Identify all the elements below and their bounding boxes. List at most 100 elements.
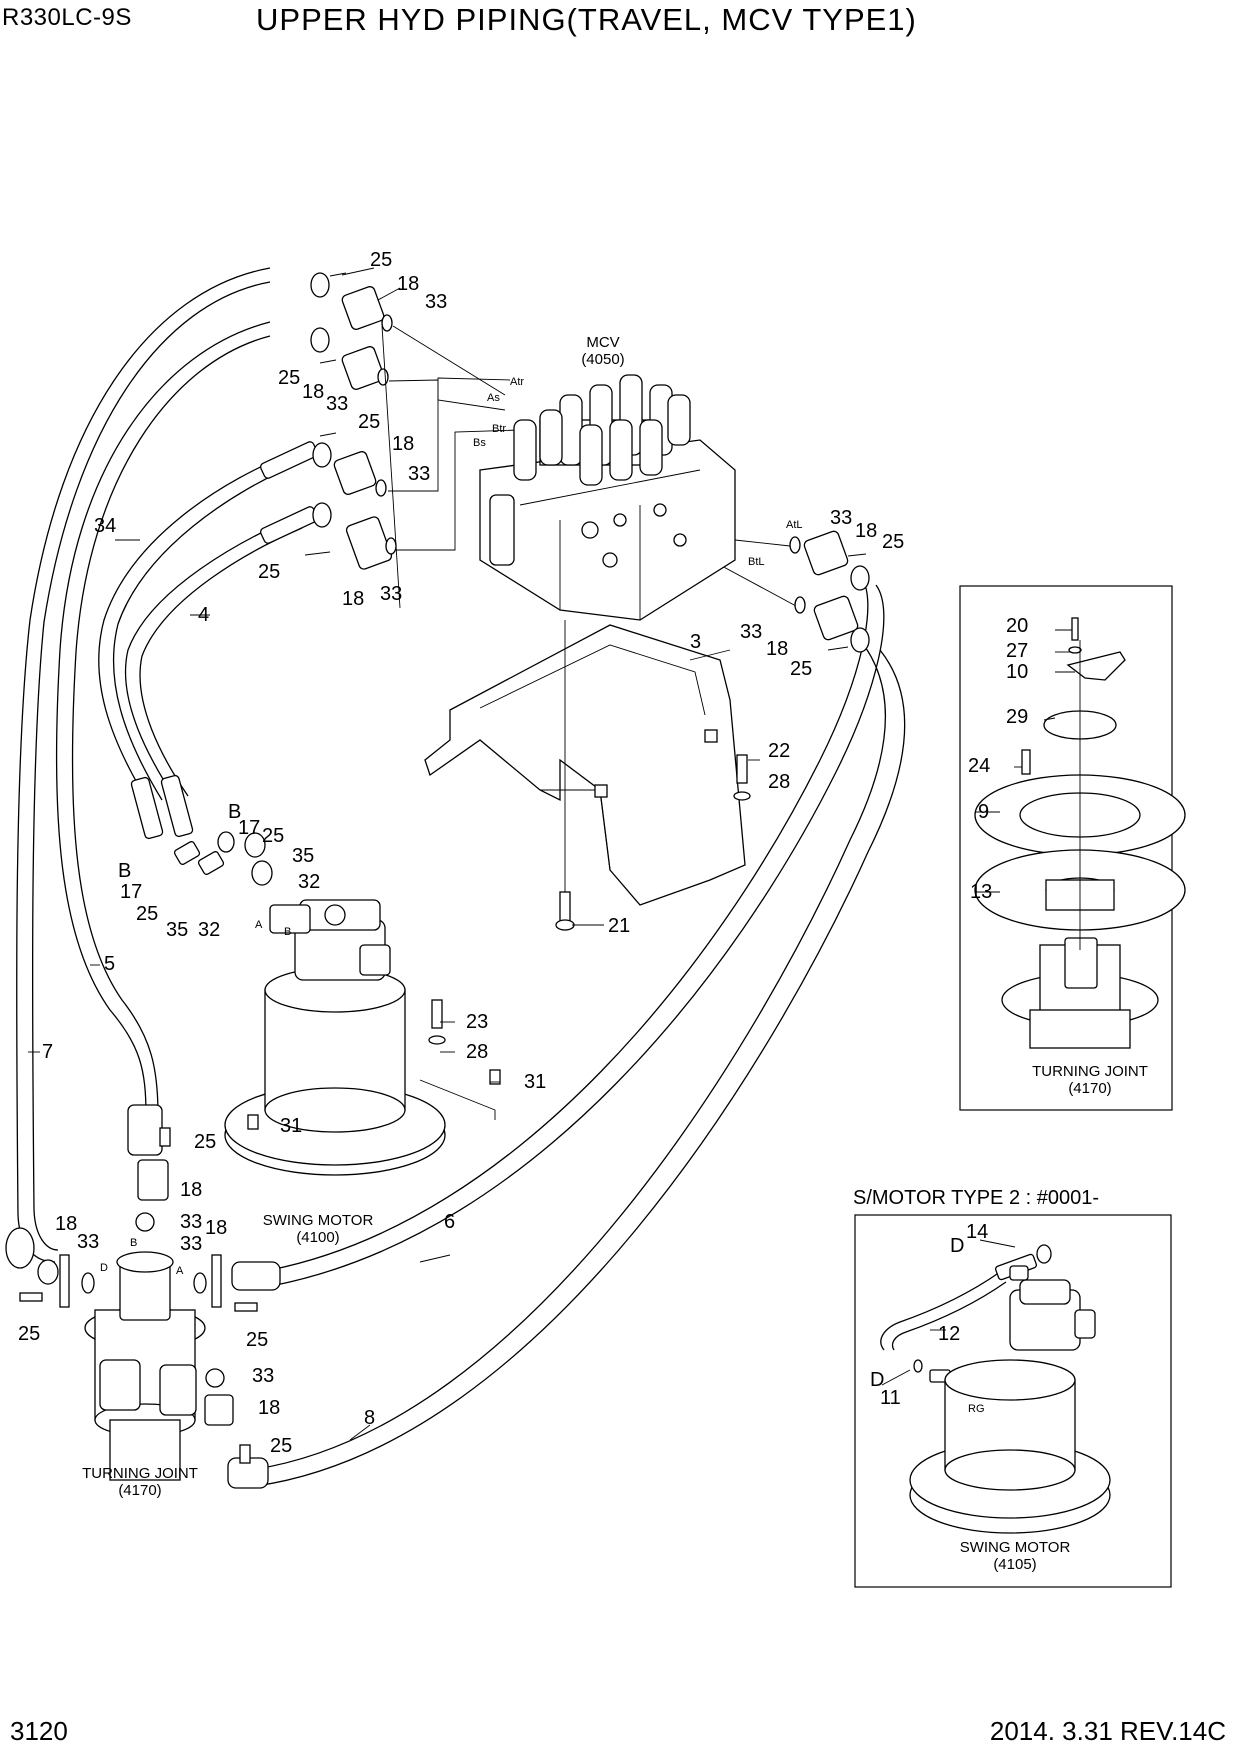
callout-numbers: 25 18 33 25 18 33 25 18 33 25 18 33 34 4… — [18, 249, 1028, 1457]
callout-number: 34 — [94, 515, 116, 537]
inset-swing-motor — [880, 1244, 1111, 1534]
callout-number: 33 — [830, 507, 852, 529]
port-label: As — [487, 392, 500, 404]
callout-number: 27 — [1006, 640, 1028, 662]
callout-number: 32 — [298, 871, 320, 893]
callout-number: 25 — [790, 658, 812, 680]
callout-number: 33 — [180, 1233, 202, 1255]
inset-turning-joint-frame — [959, 585, 1173, 1111]
swing-motor — [224, 899, 446, 1176]
callout-number: 33 — [180, 1211, 202, 1233]
inset-smotor-title: S/MOTOR TYPE 2 : #0001- — [853, 1187, 1099, 1209]
turning-joint-fittings — [19, 1127, 258, 1464]
flange-sets-right — [789, 530, 870, 653]
callout-number: 28 — [466, 1041, 488, 1063]
callout-number: 18 — [205, 1217, 227, 1239]
callout-number: 18 — [180, 1179, 202, 1201]
mcv-name: MCV — [586, 334, 619, 351]
callout-number: 33 — [740, 621, 762, 643]
callout-number: 28 — [768, 771, 790, 793]
flange-sets-left — [304, 272, 397, 570]
callout-number: 25 — [194, 1131, 216, 1153]
callout-number: 31 — [524, 1071, 546, 1093]
callout-number: 18 — [397, 273, 419, 295]
port-label: A — [176, 1265, 184, 1277]
mcv-bracket — [424, 620, 746, 920]
callout-number: 24 — [968, 755, 990, 777]
inset-smotor-frame — [854, 1214, 1172, 1588]
inset-turning-joint-name: TURNING JOINT — [1032, 1063, 1148, 1080]
callout-number: 11 — [880, 1387, 901, 1409]
callout-number: 31 — [280, 1115, 302, 1137]
callout-number: 18 — [55, 1213, 77, 1235]
swing-motor-name: SWING MOTOR — [263, 1212, 374, 1229]
port-label: AtL — [786, 519, 803, 531]
swing-motor-code: (4100) — [296, 1229, 339, 1246]
inset-swing-motor-code: (4105) — [993, 1556, 1036, 1573]
port-label: A — [255, 919, 263, 931]
callout-number: 23 — [466, 1011, 488, 1033]
callout-number: 33 — [252, 1365, 274, 1387]
callout-number: 18 — [855, 520, 877, 542]
callout-number: 18 — [302, 381, 324, 403]
callout-leaders — [28, 267, 1075, 1441]
callout-number: 35 — [166, 919, 188, 941]
page-number: 3120 — [10, 1716, 68, 1746]
inset-turning-joint — [974, 617, 1186, 1049]
callout-number: 7 — [42, 1041, 53, 1063]
callout-number: 12 — [938, 1323, 960, 1345]
callout-number: 35 — [292, 845, 314, 867]
callout-number: 20 — [1006, 615, 1028, 637]
port-label: BtL — [748, 556, 765, 568]
turning-joint — [84, 1251, 206, 1481]
port-label: B — [130, 1237, 137, 1249]
callout-number: 33 — [326, 393, 348, 415]
callout-number: 25 — [262, 825, 284, 847]
mcv-code: (4050) — [581, 351, 624, 368]
callout-number: 25 — [278, 367, 300, 389]
callout-number: 33 — [77, 1231, 99, 1253]
callout-number: 33 — [425, 291, 447, 313]
swing-motor-fittings — [173, 831, 501, 1130]
callout-number: 18 — [342, 588, 364, 610]
callout-number: 14 — [966, 1221, 988, 1243]
callout-number: 21 — [608, 915, 630, 937]
parts-diagram: MCV (4050) Atr As Btr Bs AtL BtL — [5, 249, 1186, 1588]
callout-number: 25 — [258, 561, 280, 583]
port-label: Atr — [510, 376, 524, 388]
callout-number: 9 — [978, 801, 989, 823]
callout-number: 32 — [198, 919, 220, 941]
callout-number: 25 — [18, 1323, 40, 1345]
turning-joint-name: TURNING JOINT — [82, 1465, 198, 1482]
callout-number: 18 — [766, 638, 788, 660]
hoses — [5, 267, 906, 1489]
callout-number: 17 — [120, 881, 142, 903]
bolt-group-bracket — [555, 754, 751, 931]
callout-number: B — [118, 860, 131, 882]
callout-number: 4 — [198, 604, 209, 626]
page-title: UPPER HYD PIPING(TRAVEL, MCV TYPE1) — [256, 2, 917, 37]
mcv-valve — [479, 374, 736, 621]
inset-swing-motor-name: SWING MOTOR — [960, 1539, 1071, 1556]
callout-number: 22 — [768, 740, 790, 762]
callout-number: 33 — [380, 583, 402, 605]
port-label: B — [284, 926, 291, 938]
callout-number: D — [950, 1235, 964, 1257]
callout-number: 8 — [364, 1407, 375, 1429]
callout-number: 25 — [882, 531, 904, 553]
callout-number: 17 — [238, 817, 260, 839]
callout-number: 25 — [358, 411, 380, 433]
connection-leaders — [388, 325, 797, 607]
turning-joint-code: (4170) — [118, 1482, 161, 1499]
port-label: D — [100, 1262, 108, 1274]
callout-number: B — [228, 801, 241, 823]
port-label: Btr — [492, 423, 506, 435]
revision-date: 2014. 3.31 REV.14C — [989, 1716, 1226, 1746]
callout-number: 18 — [392, 433, 414, 455]
callout-number: 5 — [104, 953, 115, 975]
callout-number: D — [870, 1369, 884, 1391]
callout-number: 13 — [970, 881, 992, 903]
callout-number: 33 — [408, 463, 430, 485]
callout-number: 25 — [270, 1435, 292, 1457]
port-label: Bs — [473, 437, 486, 449]
